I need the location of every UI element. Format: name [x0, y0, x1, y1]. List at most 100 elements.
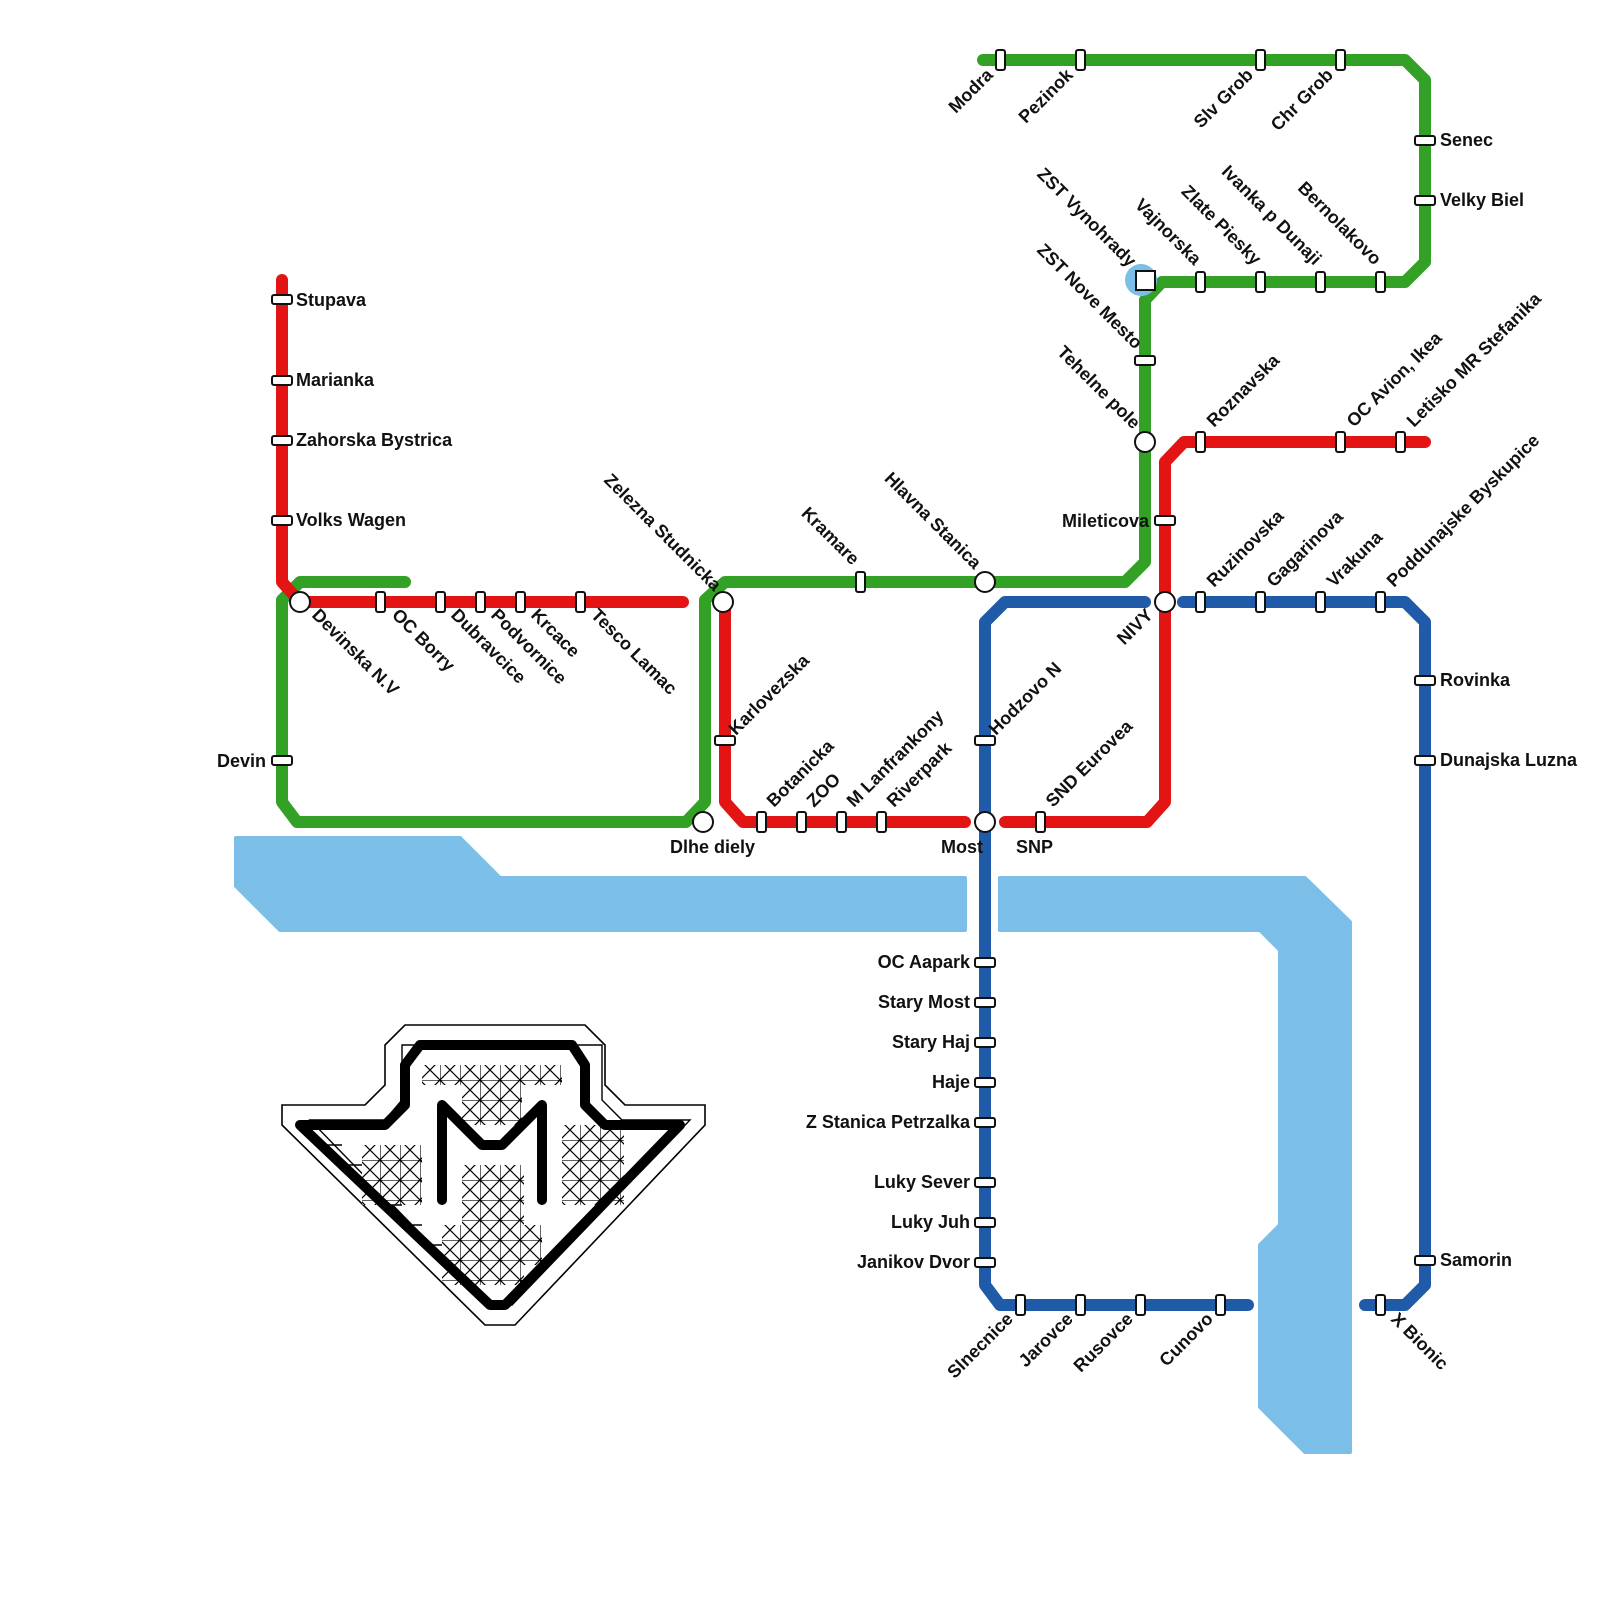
marker-janikov-dvor[interactable]	[974, 1257, 996, 1268]
marker-jarovce[interactable]	[1075, 1294, 1086, 1316]
red-line-east	[999, 436, 1431, 828]
marker-dubravcice[interactable]	[435, 591, 446, 613]
marker-samorin[interactable]	[1414, 1255, 1436, 1266]
marker-rusovce[interactable]	[1135, 1294, 1146, 1316]
marker-velky-biel[interactable]	[1414, 195, 1436, 206]
marker-snp[interactable]	[1035, 811, 1046, 833]
label-velky-biel: Velky Biel	[1440, 190, 1524, 210]
marker-karlovezska[interactable]	[714, 735, 736, 746]
label-rusovce: Rusovce	[1070, 1309, 1137, 1376]
interchange-devinska-nv[interactable]	[289, 591, 311, 613]
marker-zlate-piesky[interactable]	[1255, 271, 1266, 293]
marker-senec[interactable]	[1414, 135, 1436, 146]
marker-zst-nove-mesto[interactable]	[1134, 355, 1156, 366]
marker-volks-wagen[interactable]	[271, 515, 293, 526]
marker-roznavska[interactable]	[1195, 431, 1206, 453]
label-most: Most	[941, 837, 983, 857]
label-luky-sever: Luky Sever	[874, 1172, 970, 1192]
label-stary-haj: Stary Haj	[892, 1032, 970, 1052]
marker-botanicka[interactable]	[756, 811, 767, 833]
label-karlovezska: Karlovezska	[725, 650, 814, 739]
marker-oc-aapark[interactable]	[974, 957, 996, 968]
marker-stary-haj[interactable]	[974, 1037, 996, 1048]
label-rovinka: Rovinka	[1440, 670, 1511, 690]
label-dlhe-diely: Dlhe diely	[670, 837, 755, 857]
marker-x-bionic[interactable]	[1375, 1294, 1386, 1316]
marker-chr-grob[interactable]	[1335, 49, 1346, 71]
marker-poddunajske-byskupice[interactable]	[1375, 591, 1386, 613]
marker-hodzovo-n[interactable]	[974, 735, 996, 746]
interchange-nivy[interactable]	[1154, 591, 1176, 613]
marker-krcace[interactable]	[515, 591, 526, 613]
river	[234, 836, 1352, 1454]
marker-m-lanfrankony[interactable]	[836, 811, 847, 833]
logo-hatch-lower-right	[522, 1225, 542, 1265]
label-chr-grob: Chr Grob	[1267, 65, 1337, 135]
label-stupava: Stupava	[296, 290, 367, 310]
marker-zahorska-bystrica[interactable]	[271, 435, 293, 446]
marker-gagarinova[interactable]	[1255, 591, 1266, 613]
label-snd-eurovea: SND Eurovea	[1042, 715, 1137, 810]
marker-stupava[interactable]	[271, 294, 293, 305]
interchange-zst-vynohrady[interactable]	[1135, 270, 1156, 291]
marker-modra[interactable]	[995, 49, 1006, 71]
label-janikov-dvor: Janikov Dvor	[857, 1252, 970, 1272]
marker-letisko-mr-stefanika[interactable]	[1395, 431, 1406, 453]
blue-line-west	[979, 596, 1254, 1311]
label-oc-borry: OC Borry	[388, 605, 459, 676]
river-danube-east	[998, 876, 1352, 1454]
marker-pezinok[interactable]	[1075, 49, 1086, 71]
interchange-dlhe-diely[interactable]	[692, 811, 714, 833]
station-markers	[271, 49, 1436, 1316]
marker-slnecnice[interactable]	[1015, 1294, 1026, 1316]
marker-rovinka[interactable]	[1414, 675, 1436, 686]
label-tesco-lamac: Tesco Lamac	[587, 605, 681, 699]
marker-vajnorska[interactable]	[1195, 271, 1206, 293]
marker-haje[interactable]	[974, 1077, 996, 1088]
lines	[276, 54, 1431, 1311]
marker-bernolakovo[interactable]	[1375, 271, 1386, 293]
marker-devin[interactable]	[271, 755, 293, 766]
logo-hatch-center	[462, 1165, 524, 1285]
label-mileticova: Mileticova	[1062, 511, 1150, 531]
label-luky-juh: Luky Juh	[891, 1212, 970, 1232]
marker-podvornice[interactable]	[475, 591, 486, 613]
marker-zoo[interactable]	[796, 811, 807, 833]
marker-slv-grob[interactable]	[1255, 49, 1266, 71]
marker-ivanka-p-dunaji[interactable]	[1315, 271, 1326, 293]
interchange-zelezna-studnicka[interactable]	[712, 591, 734, 613]
label-pezinok: Pezinok	[1015, 64, 1078, 127]
interchange-most[interactable]	[974, 811, 996, 833]
label-senec: Senec	[1440, 130, 1493, 150]
marker-oc-borry[interactable]	[375, 591, 386, 613]
marker-marianka[interactable]	[271, 375, 293, 386]
label-devin: Devin	[217, 751, 266, 771]
label-kramare: Kramare	[798, 503, 864, 569]
red-line-west	[276, 274, 689, 608]
marker-z-stanica-petrzalka[interactable]	[974, 1117, 996, 1128]
marker-ruzinovska[interactable]	[1195, 591, 1206, 613]
interchange-tehelne-pole[interactable]	[1134, 431, 1156, 453]
marker-vrakuna[interactable]	[1315, 591, 1326, 613]
marker-mileticova[interactable]	[1154, 515, 1176, 526]
label-z-stanica-petrzalka: Z Stanica Petrzalka	[806, 1112, 971, 1132]
red-line-mid	[719, 596, 971, 828]
logo-diagonals	[322, 1144, 663, 1246]
label-zelezna-studnicka: Zelezna Studnicka	[600, 470, 726, 596]
label-hlavna-stanica: Hlavna Stanica	[881, 468, 986, 573]
marker-stary-most[interactable]	[974, 997, 996, 1008]
marker-oc-avion-ikea[interactable]	[1335, 431, 1346, 453]
marker-cunovo[interactable]	[1215, 1294, 1226, 1316]
marker-riverpark[interactable]	[876, 811, 887, 833]
marker-luky-sever[interactable]	[974, 1177, 996, 1188]
logo-m-letter	[437, 1100, 547, 1205]
marker-dunajska-luzna[interactable]	[1414, 755, 1436, 766]
label-jarovce: Jarovce	[1015, 1309, 1077, 1371]
label-vrakuna: Vrakuna	[1323, 526, 1387, 590]
marker-tesco-lamac[interactable]	[575, 591, 586, 613]
label-snp: SNP	[1016, 837, 1053, 857]
label-modra: Modra	[945, 64, 998, 117]
marker-luky-juh[interactable]	[974, 1217, 996, 1228]
interchange-hlavna-stanica[interactable]	[974, 571, 996, 593]
marker-kramare[interactable]	[855, 571, 866, 593]
